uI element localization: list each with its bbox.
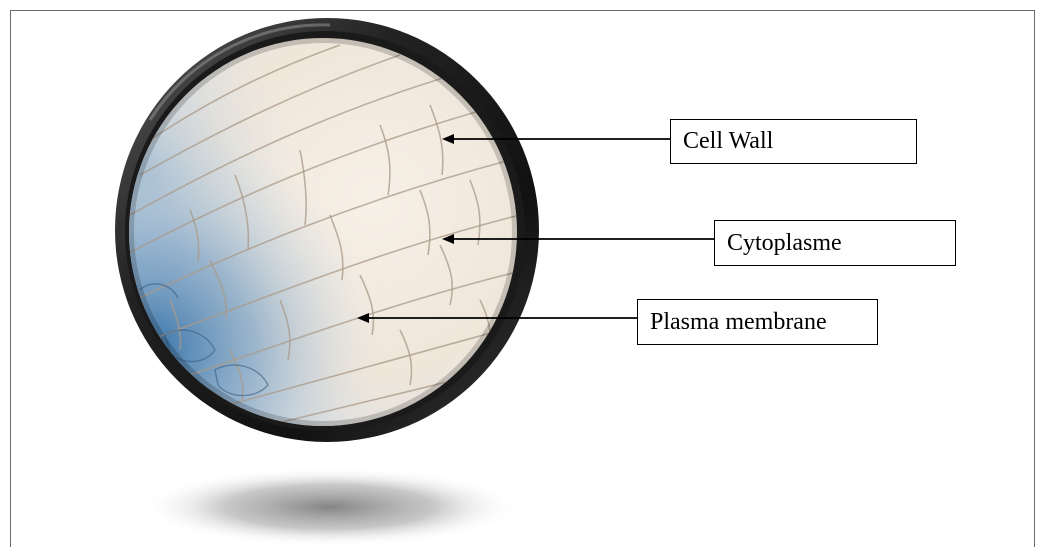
- label-cell-wall-text: Cell Wall: [683, 128, 773, 155]
- label-plasma-membrane: Plasma membrane: [637, 299, 878, 345]
- label-plasma-membrane-text: Plasma membrane: [650, 309, 827, 336]
- label-cell-wall: Cell Wall: [670, 119, 917, 164]
- lens-shadow: [140, 467, 520, 547]
- label-cytoplasme-text: Cytoplasme: [727, 230, 842, 257]
- label-cytoplasme: Cytoplasme: [714, 220, 956, 266]
- microscope-lens: [115, 18, 539, 442]
